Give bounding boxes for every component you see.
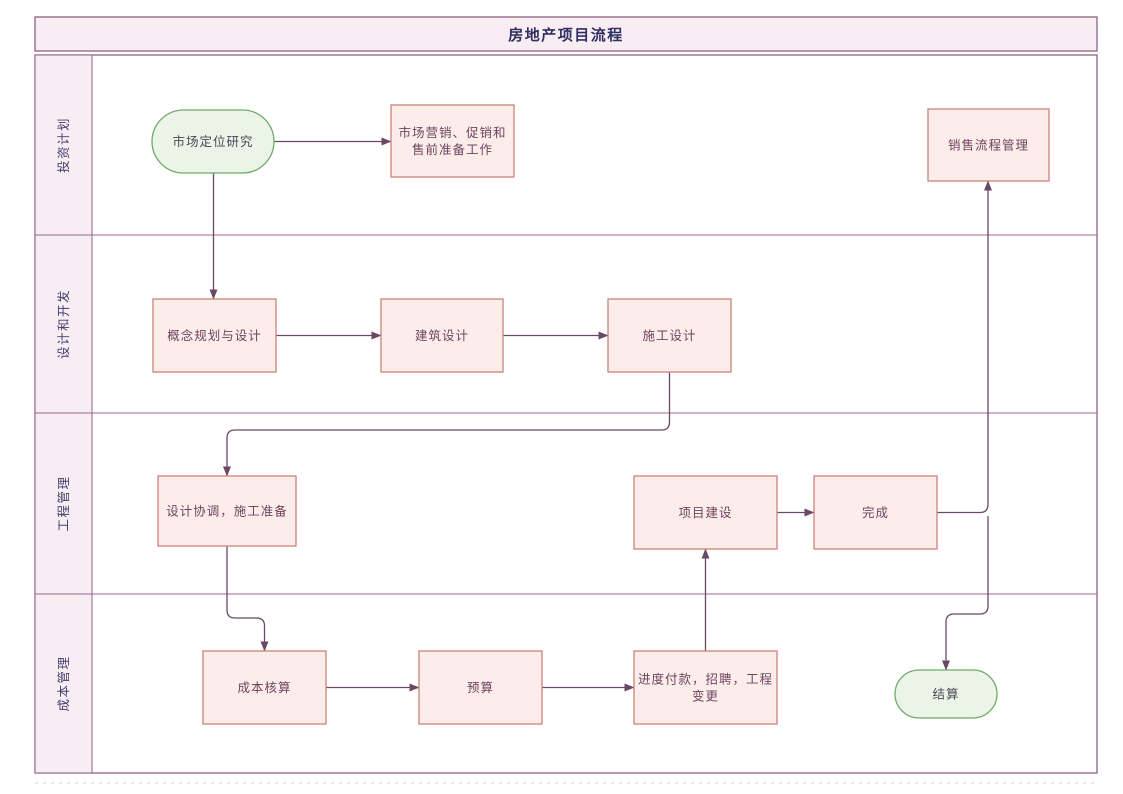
node-cost-accounting xyxy=(202,650,327,725)
node-budget xyxy=(418,650,543,725)
node-architectural-design-label: 建筑设计 xyxy=(415,328,469,343)
edge-design-coordination-to-cost-accounting xyxy=(226,546,269,652)
node-design-coordination-construction-prep-label: 设计协调，施工准备 xyxy=(166,504,288,519)
lane-label-cost-management: 成本管理 xyxy=(56,655,71,711)
node-construction-design-label: 施工设计 xyxy=(642,328,696,343)
node-project-construction xyxy=(633,475,778,550)
lane-label-investment-planning: 投资计划 xyxy=(56,117,71,173)
node-complete xyxy=(813,475,938,550)
node-architectural-design xyxy=(380,298,504,373)
node-sales-process-management-label: 销售流程管理 xyxy=(948,138,1029,153)
lane-label-design-and-development: 设计和开发 xyxy=(56,289,71,359)
node-progress-payment-recruitment-changes xyxy=(633,650,778,725)
node-settlement-label: 结算 xyxy=(932,687,959,702)
node-project-construction-label: 项目建设 xyxy=(678,505,732,520)
lane-label-column xyxy=(34,54,93,774)
node-progress-payment-recruitment-changes-label: 进度付款，招聘，工程变更 xyxy=(638,672,773,704)
node-sales-process-management xyxy=(927,108,1050,182)
title-bar xyxy=(34,16,1098,52)
node-budget-label: 预算 xyxy=(467,680,494,695)
node-construction-design xyxy=(607,298,732,373)
node-cost-accounting-label: 成本核算 xyxy=(237,680,291,695)
edge-construction-to-design-coordination xyxy=(223,372,671,477)
node-concept-planning-and-design-label: 概念规划与设计 xyxy=(167,328,262,343)
node-settlement xyxy=(894,669,998,719)
node-market-positioning-research-label: 市场定位研究 xyxy=(172,134,253,149)
diagram-title: 房地产项目流程 xyxy=(508,26,624,44)
edge-junction-to-settlement xyxy=(942,516,989,671)
node-marketing-promo-presales-prep-label: 市场营销、促销和售前准备工作 xyxy=(398,125,506,157)
node-market-positioning-research xyxy=(151,109,275,174)
edge-complete-to-sales-process xyxy=(937,180,992,514)
node-complete-label: 完成 xyxy=(862,505,889,520)
node-concept-planning-and-design xyxy=(152,298,277,373)
node-marketing-promo-presales-prep xyxy=(390,104,515,178)
lane-label-engineering-management: 工程管理 xyxy=(56,475,71,531)
node-design-coordination-construction-prep xyxy=(157,475,297,547)
